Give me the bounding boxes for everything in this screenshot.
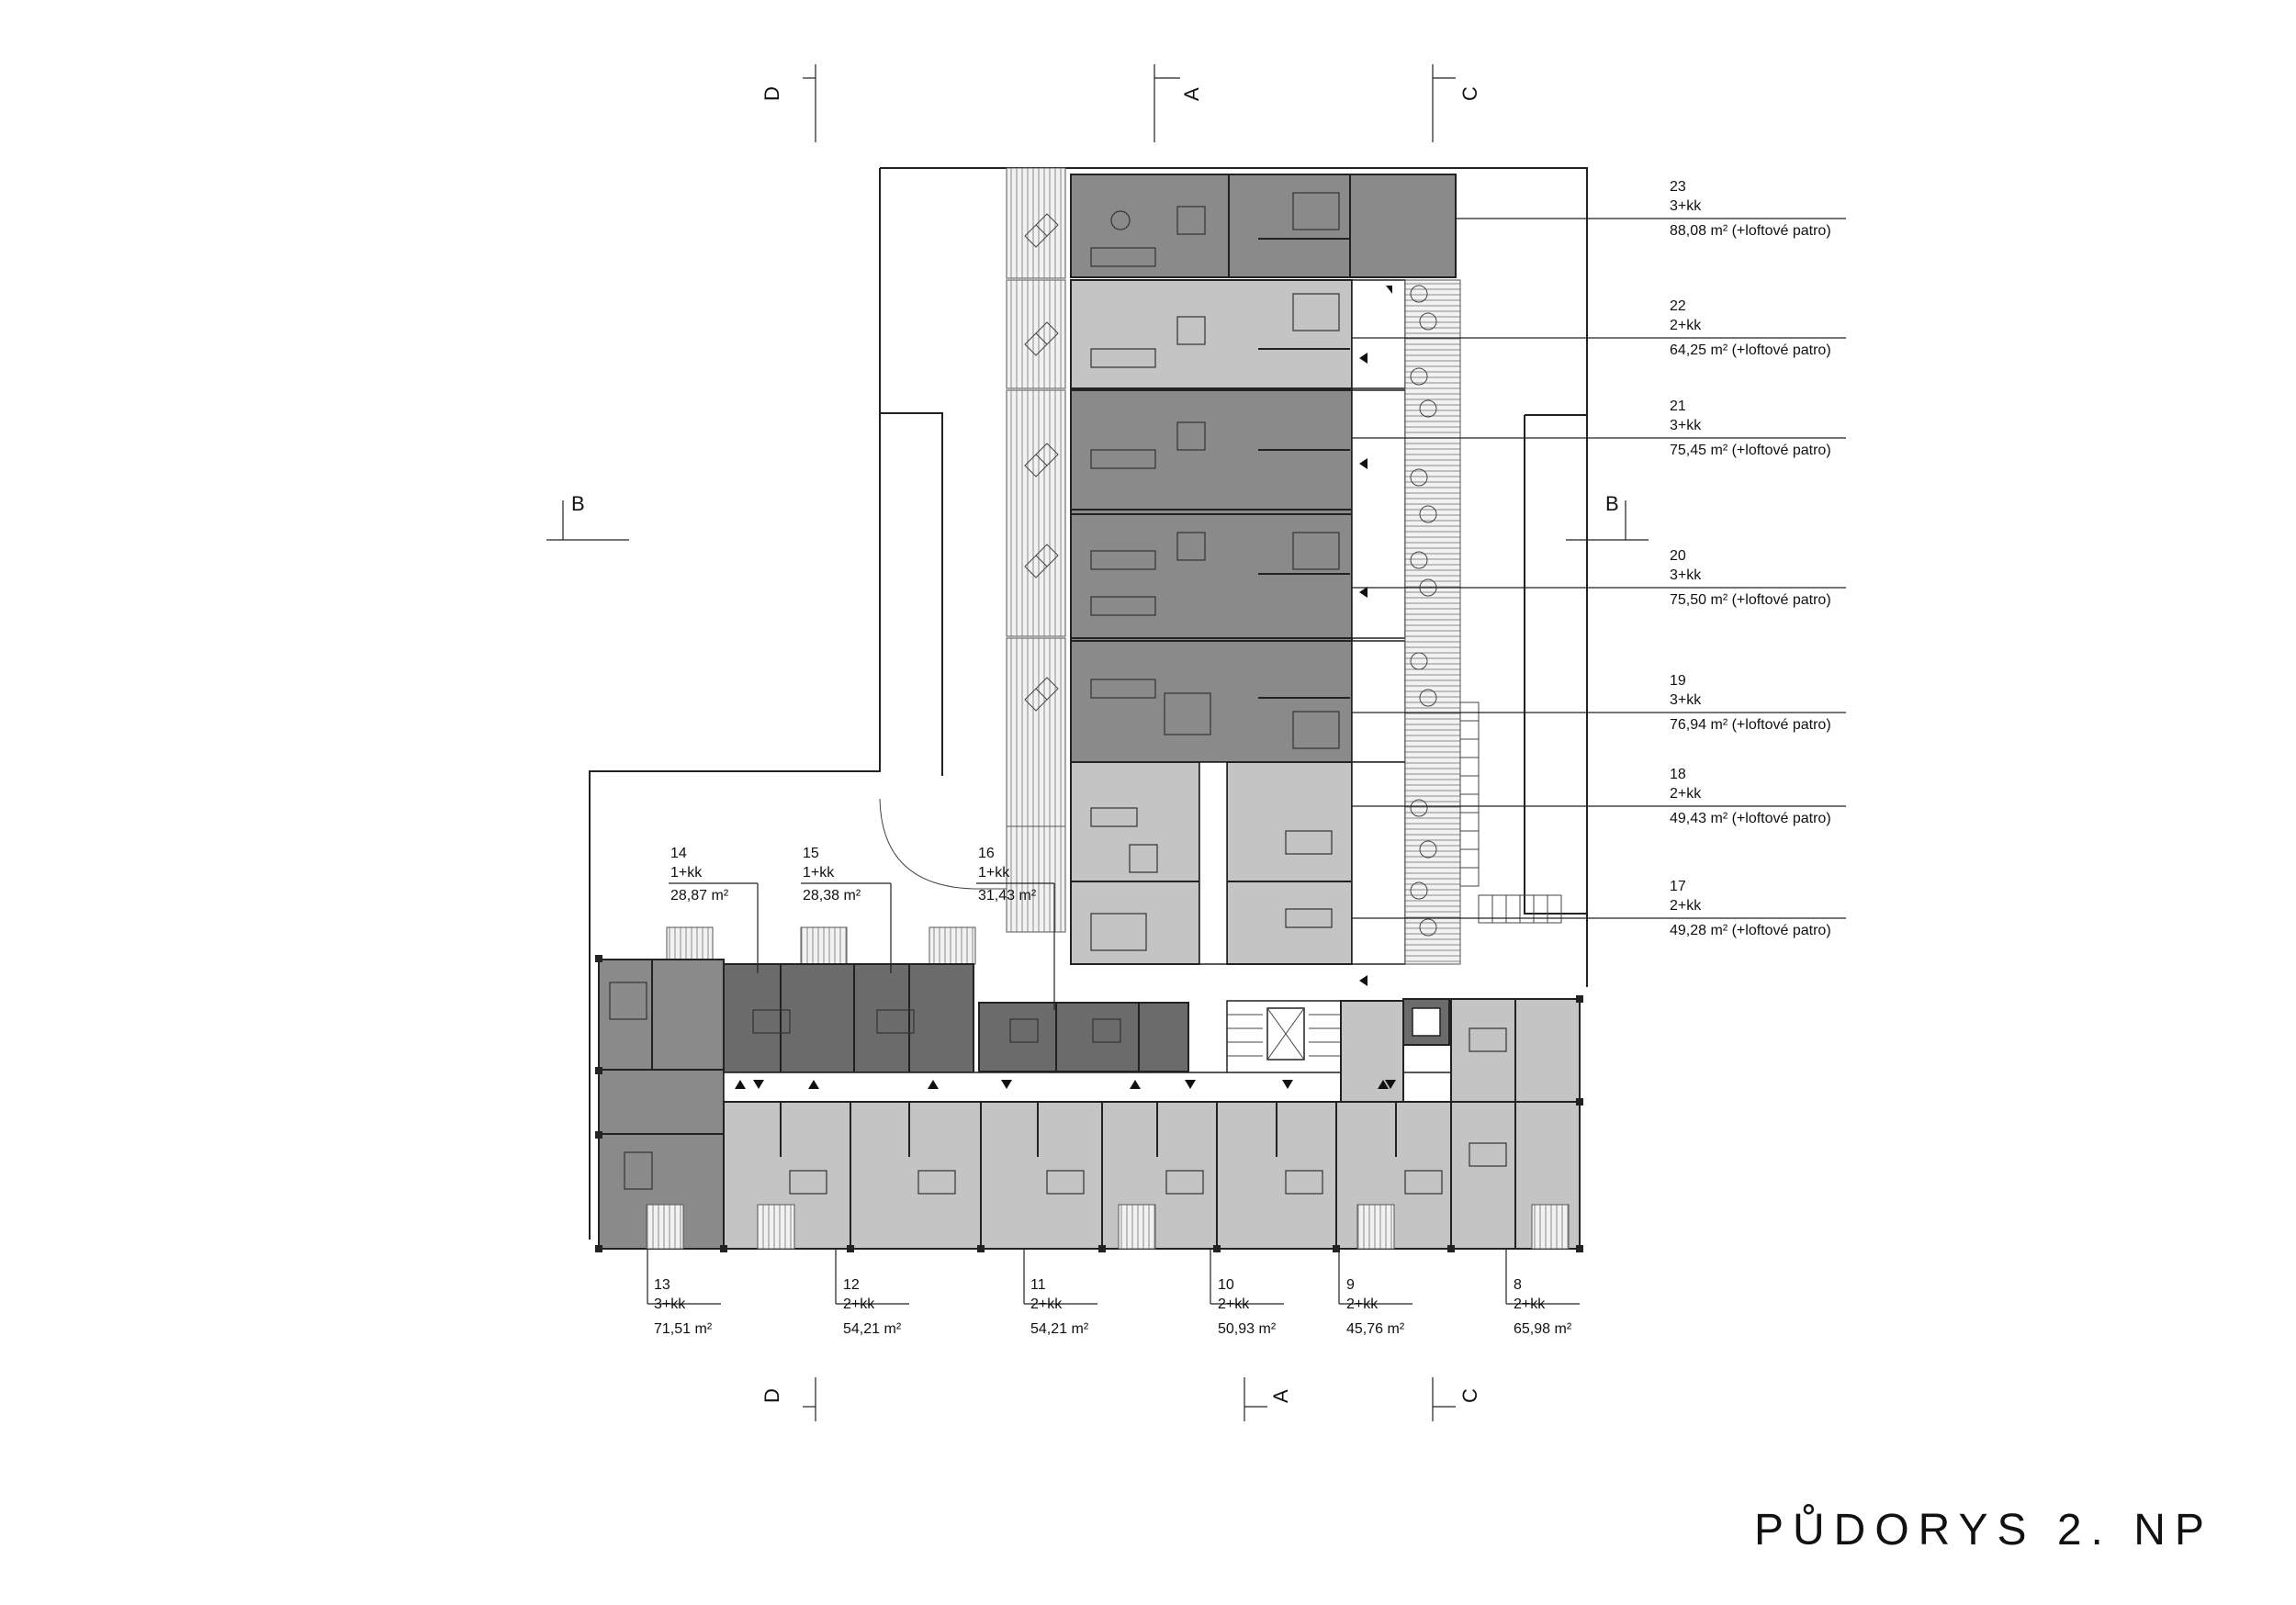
unit-labels-bottom: 13 3+kk 71,51 m² 12 2+kk 54,21 m² 11 2+k… — [647, 1249, 1580, 1337]
unit-15-number: 15 — [803, 846, 819, 861]
unit-12-type: 2+kk — [843, 1296, 875, 1312]
unit-9-number: 9 — [1346, 1277, 1355, 1293]
unit-10-number: 10 — [1218, 1277, 1234, 1293]
unit-labels-right: 23 3+kk 88,08 m² (+loftové patro) 22 2+k… — [1352, 179, 1846, 938]
unit-18-number: 18 — [1670, 767, 1686, 782]
unit-16-type: 1+kk — [978, 865, 1010, 881]
unit-9-type: 2+kk — [1346, 1296, 1379, 1312]
section-label-b-right: B — [1605, 492, 1619, 515]
unit-12-number: 12 — [843, 1277, 860, 1293]
unit-10-type: 2+kk — [1218, 1296, 1250, 1312]
unit-20-type: 3+kk — [1670, 567, 1702, 583]
unit-17-type: 2+kk — [1670, 898, 1702, 914]
section-markers: D A C D A C B B — [546, 64, 1649, 1421]
unit-8-area: 65,98 m² — [1514, 1321, 1572, 1337]
unit-11-type: 2+kk — [1030, 1296, 1063, 1312]
unit-21-area: 75,45 m² (+loftové patro) — [1670, 443, 1831, 458]
stair-core — [1226, 998, 1450, 1075]
unit-15-type: 1+kk — [803, 865, 835, 881]
unit-22-area: 64,25 m² (+loftové patro) — [1670, 342, 1831, 358]
unit-8-number: 8 — [1514, 1277, 1522, 1293]
south-wing — [595, 926, 1583, 1252]
unit-10-area: 50,93 m² — [1218, 1321, 1277, 1337]
unit-14-number: 14 — [670, 846, 687, 861]
unit-14-type: 1+kk — [670, 865, 703, 881]
unit-22-type: 2+kk — [1670, 318, 1702, 333]
unit-11-area: 54,21 m² — [1030, 1321, 1089, 1337]
unit-18-area: 49,43 m² (+loftové patro) — [1670, 811, 1831, 826]
section-label-a-top: A — [1180, 87, 1203, 101]
unit-13-type: 3+kk — [654, 1296, 686, 1312]
unit-23-area: 88,08 m² (+loftové patro) — [1670, 223, 1831, 239]
section-label-d-bottom: D — [760, 1388, 783, 1403]
unit-11-number: 11 — [1030, 1277, 1046, 1293]
unit-19-number: 19 — [1670, 673, 1686, 689]
unit-20-number: 20 — [1670, 548, 1686, 564]
unit-20-area: 75,50 m² (+loftové patro) — [1670, 592, 1831, 608]
site-outline — [589, 167, 1588, 1240]
north-wing — [1006, 167, 1562, 986]
unit-19-type: 3+kk — [1670, 692, 1702, 708]
section-label-a-bottom: A — [1269, 1389, 1292, 1403]
drawing-title: PŮDORYS 2. NP — [1754, 1504, 2213, 1554]
unit-21-type: 3+kk — [1670, 418, 1702, 433]
unit-14-area: 28,87 m² — [670, 888, 729, 904]
section-label-c-top: C — [1458, 86, 1481, 101]
unit-23-type: 3+kk — [1670, 198, 1702, 214]
unit-15-area: 28,38 m² — [803, 888, 861, 904]
section-label-c-bottom: C — [1458, 1388, 1481, 1403]
unit-16-number: 16 — [978, 846, 995, 861]
unit-21-number: 21 — [1670, 398, 1686, 414]
unit-13-number: 13 — [654, 1277, 670, 1293]
unit-17-area: 49,28 m² (+loftové patro) — [1670, 923, 1831, 938]
unit-23-number: 23 — [1670, 179, 1686, 195]
unit-13-area: 71,51 m² — [654, 1321, 713, 1337]
unit-18-type: 2+kk — [1670, 786, 1702, 802]
unit-9-area: 45,76 m² — [1346, 1321, 1405, 1337]
unit-19-area: 76,94 m² (+loftové patro) — [1670, 717, 1831, 733]
unit-17-number: 17 — [1670, 879, 1686, 894]
unit-22-number: 22 — [1670, 298, 1686, 314]
unit-8-type: 2+kk — [1514, 1296, 1546, 1312]
unit-12-area: 54,21 m² — [843, 1321, 902, 1337]
section-label-b-left: B — [571, 492, 585, 515]
unit-labels-top: 14 1+kk 28,87 m² 15 1+kk 28,38 m² 16 1+k… — [669, 846, 1055, 1010]
section-label-d-top: D — [760, 86, 783, 101]
unit-16-area: 31,43 m² — [978, 888, 1037, 904]
